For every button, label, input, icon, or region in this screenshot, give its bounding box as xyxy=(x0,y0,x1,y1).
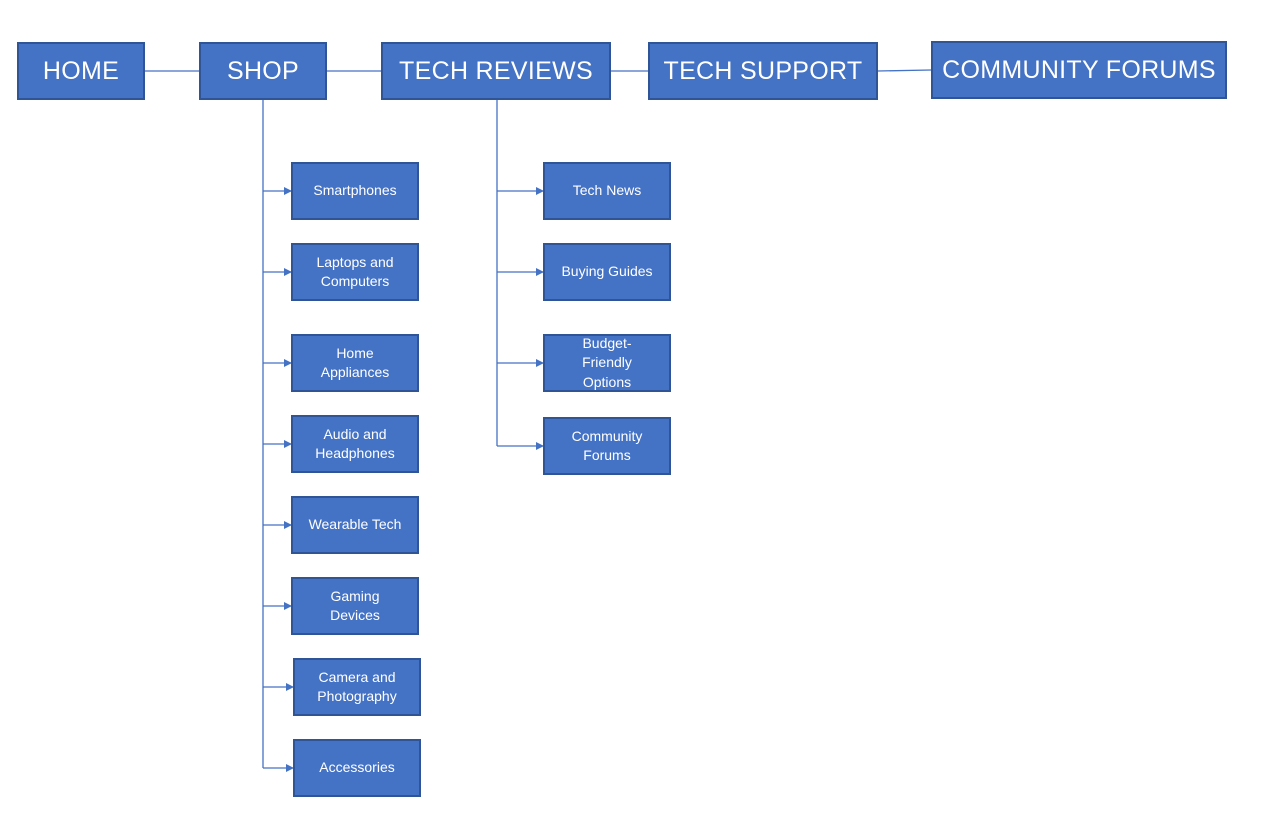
nav-shop-box[interactable]: SHOP xyxy=(199,42,327,100)
reviews-item-buying-guides[interactable]: Buying Guides xyxy=(543,243,671,301)
reviews-item-label-line: Options xyxy=(582,373,632,390)
nav-tech-reviews-label: TECH REVIEWS xyxy=(399,56,593,85)
shop-item-label-line: Headphones xyxy=(315,445,395,461)
reviews-item-label-line: Buying Guides xyxy=(561,263,653,280)
shop-item-home-appliances[interactable]: Home Appliances xyxy=(291,334,419,392)
shop-item-label-line: Computers xyxy=(320,273,390,289)
nav-tech-reviews-box[interactable]: TECH REVIEWS xyxy=(381,42,611,100)
reviews-item-label-line: Friendly xyxy=(582,354,632,371)
shop-item-label-line: Photography xyxy=(317,688,397,704)
nav-tech-support-box[interactable]: TECH SUPPORT xyxy=(648,42,878,100)
shop-item-camera-and-photography[interactable]: Camera and Photography xyxy=(293,658,421,716)
shop-item-label-line: Devices xyxy=(330,607,380,623)
reviews-item-label-line: Forums xyxy=(583,447,631,463)
shop-item-accessories[interactable]: Accessories xyxy=(293,739,421,797)
shop-item-label-line: Audio and xyxy=(323,425,387,442)
nav-tech-support-label: TECH SUPPORT xyxy=(663,56,863,85)
shop-item-label-line: Gaming xyxy=(330,587,380,604)
shop-item-label-line: Wearable Tech xyxy=(308,516,402,533)
shop-item-label-line: Home xyxy=(336,344,374,361)
reviews-item-community-forums[interactable]: Community Forums xyxy=(543,417,671,475)
nav-community-forums-box[interactable]: COMMUNITY FORUMS xyxy=(931,41,1227,99)
shop-item-label-line: Appliances xyxy=(320,364,390,380)
shop-item-label-line: Camera and xyxy=(318,668,396,685)
nav-home-label: HOME xyxy=(42,56,120,85)
nav-community-forums-label: COMMUNITY FORUMS xyxy=(942,55,1216,84)
shop-item-label-line: Smartphones xyxy=(313,182,397,199)
shop-item-gaming-devices[interactable]: Gaming Devices xyxy=(291,577,419,635)
shop-item-label-line: Laptops and xyxy=(316,253,394,270)
reviews-item-label-line: Tech News xyxy=(572,182,642,199)
reviews-item-label-line: Budget- xyxy=(582,334,632,351)
nav-home-box[interactable]: HOME xyxy=(17,42,145,100)
shop-item-laptops-and-computers[interactable]: Laptops and Computers xyxy=(291,243,419,301)
shop-item-smartphones[interactable]: Smartphones xyxy=(291,162,419,220)
link-tech-support-community-forums xyxy=(877,69,932,72)
reviews-item-tech-news[interactable]: Tech News xyxy=(543,162,671,220)
shop-item-wearable-tech[interactable]: Wearable Tech xyxy=(291,496,419,554)
shop-item-label-line: Accessories xyxy=(319,759,395,776)
nav-shop-label: SHOP xyxy=(226,56,300,85)
reviews-item-budget-friendly-options[interactable]: Budget- Friendly Options xyxy=(543,334,671,392)
reviews-item-label-line: Community xyxy=(571,427,643,444)
shop-item-audio-and-headphones[interactable]: Audio and Headphones xyxy=(291,415,419,473)
